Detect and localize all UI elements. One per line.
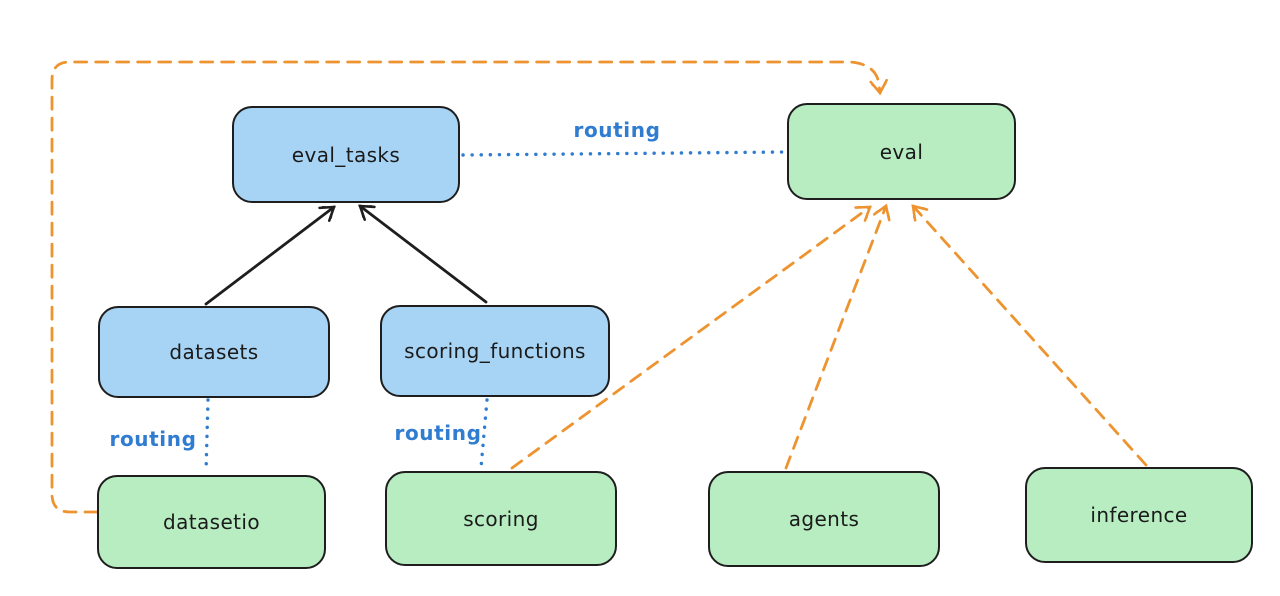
node-datasets-label: datasets xyxy=(169,340,259,364)
node-datasets: datasets xyxy=(98,306,330,398)
edge-datasets-to-datasetio-routing xyxy=(204,398,210,474)
node-eval-label: eval xyxy=(879,139,924,164)
node-datasetio-label: datasetio xyxy=(162,510,260,534)
node-inference: inference xyxy=(1025,467,1253,563)
edge-agents-to-eval xyxy=(784,203,891,470)
edge-scoring-to-eval xyxy=(510,205,872,470)
routing-label-datasets-datasetio: routing xyxy=(109,427,197,451)
edge-datasetio-to-eval xyxy=(50,60,888,514)
edge-datasets-to-eval_tasks xyxy=(204,205,336,306)
node-agents-label: agents xyxy=(788,507,860,531)
edge-eval_tasks-to-eval-routing xyxy=(461,150,788,157)
routing-label-eval_tasks-eval: routing xyxy=(573,118,661,142)
node-inference-label: inference xyxy=(1090,503,1188,527)
node-eval_tasks-label: eval_tasks xyxy=(291,142,401,167)
node-eval_tasks: eval_tasks xyxy=(232,106,460,203)
node-scoring_functions-label: scoring_functions xyxy=(404,339,586,363)
node-scoring: scoring xyxy=(385,471,617,566)
node-scoring-label: scoring xyxy=(463,506,539,531)
node-eval: eval xyxy=(787,103,1016,200)
edge-scoring_functions-to-eval_tasks xyxy=(358,204,488,304)
routing-label-scoring_functions-scoring: routing xyxy=(394,421,482,445)
node-agents: agents xyxy=(708,471,940,567)
edge-scoring_functions-to-scoring-routing xyxy=(479,398,489,470)
edge-inference-to-eval xyxy=(911,204,1148,467)
node-datasetio: datasetio xyxy=(97,475,326,569)
node-scoring_functions: scoring_functions xyxy=(380,305,610,397)
